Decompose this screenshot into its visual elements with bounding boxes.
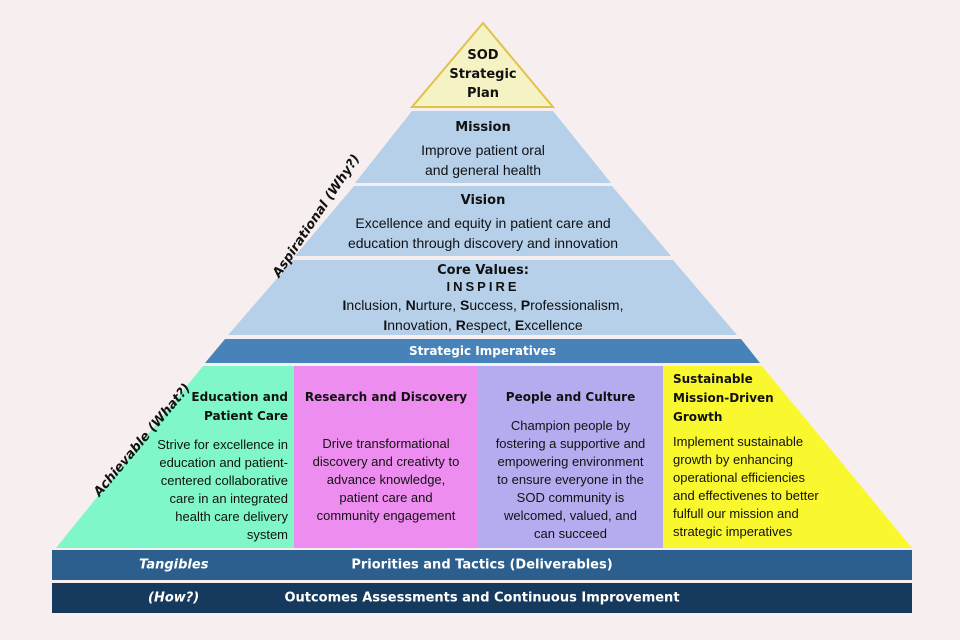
apex-triangle [409, 21, 556, 108]
imperative-panel-1 [56, 366, 294, 548]
mission-text: Improve patient oral and general health [421, 142, 545, 178]
core-values-title: Core Values: [437, 263, 529, 278]
core-values-line-1: Inclusion, Nurture, Success, Professiona… [233, 295, 733, 315]
core-value-word: nclusion, [346, 297, 406, 313]
mission-tier [355, 111, 611, 183]
imperative-research: Research and Discovery Drive transformat… [296, 388, 476, 525]
mission-title: Mission [455, 120, 511, 135]
core-values-acronym: INSPIRE [446, 279, 520, 294]
imperative-title: People and Culture [505, 390, 636, 404]
core-value-initial: I [342, 297, 347, 313]
strategic-imperatives-label: Strategic Imperatives [409, 344, 556, 358]
core-value-initial: S [460, 297, 470, 313]
vision-title: Vision [460, 193, 506, 208]
imperative-title: Research and Discovery [304, 390, 468, 404]
imperative-panel-2 [294, 366, 478, 548]
tangibles-band: Tangibles Priorities and Tactics (Delive… [52, 550, 912, 580]
imperative-body: Champion people by fostering a supportiv… [495, 418, 646, 541]
imperative-title: Sustainable Mission-Driven Growth [673, 372, 774, 424]
vision-tier [295, 186, 671, 256]
how-label: (How?) [148, 590, 200, 606]
core-value-word: rofessionalism, [530, 297, 624, 313]
core-value-initial: N [405, 297, 416, 313]
core-value-word: urture, [415, 297, 461, 313]
mission-block: Mission Improve patient oral and general… [355, 119, 611, 180]
imperative-body: Implement sustainable growth by enhancin… [673, 434, 819, 539]
vision-text: Excellence and equity in patient care an… [347, 215, 619, 251]
core-value-word: espect, [465, 317, 515, 333]
apex-title: SOD Strategic Plan [449, 48, 517, 101]
imperative-title: Education and Patient Care [191, 390, 288, 423]
core-value-word: uccess, [469, 297, 521, 313]
imperative-people: People and Culture Champion people by fo… [480, 388, 661, 543]
core-value-word: xcellence [524, 317, 583, 333]
core-values-block: Core Values: INSPIRE Inclusion, Nurture,… [233, 262, 733, 335]
core-value-initial: I [383, 317, 388, 333]
tangibles-label: Tangibles [139, 557, 209, 573]
core-value-initial: E [514, 317, 525, 333]
core-values-line-2: Innovation, Respect, Excellence [233, 315, 733, 335]
imperative-panel-4 [663, 366, 912, 548]
vision-block: Vision Excellence and equity in patient … [300, 192, 666, 253]
imperative-growth: Sustainable Mission-Driven Growth Implem… [673, 370, 873, 541]
core-value-initial: R [455, 317, 466, 333]
imperative-body: Drive transformational discovery and cre… [312, 436, 460, 523]
strategic-imperatives-bar [205, 339, 760, 363]
imperative-body: Strive for excellence in education and p… [157, 437, 288, 542]
core-values-tier [228, 260, 737, 335]
how-band: (How?) Outcomes Assessments and Continuo… [52, 583, 912, 613]
outcomes-label: Outcomes Assessments and Continuous Impr… [284, 590, 680, 606]
core-value-word: nnovation, [387, 317, 456, 333]
core-value-initial: P [520, 297, 531, 313]
priorities-label: Priorities and Tactics (Deliverables) [351, 557, 613, 573]
imperative-education: Education and Patient Care Strive for ex… [140, 388, 288, 544]
imperative-panel-3 [478, 366, 663, 548]
